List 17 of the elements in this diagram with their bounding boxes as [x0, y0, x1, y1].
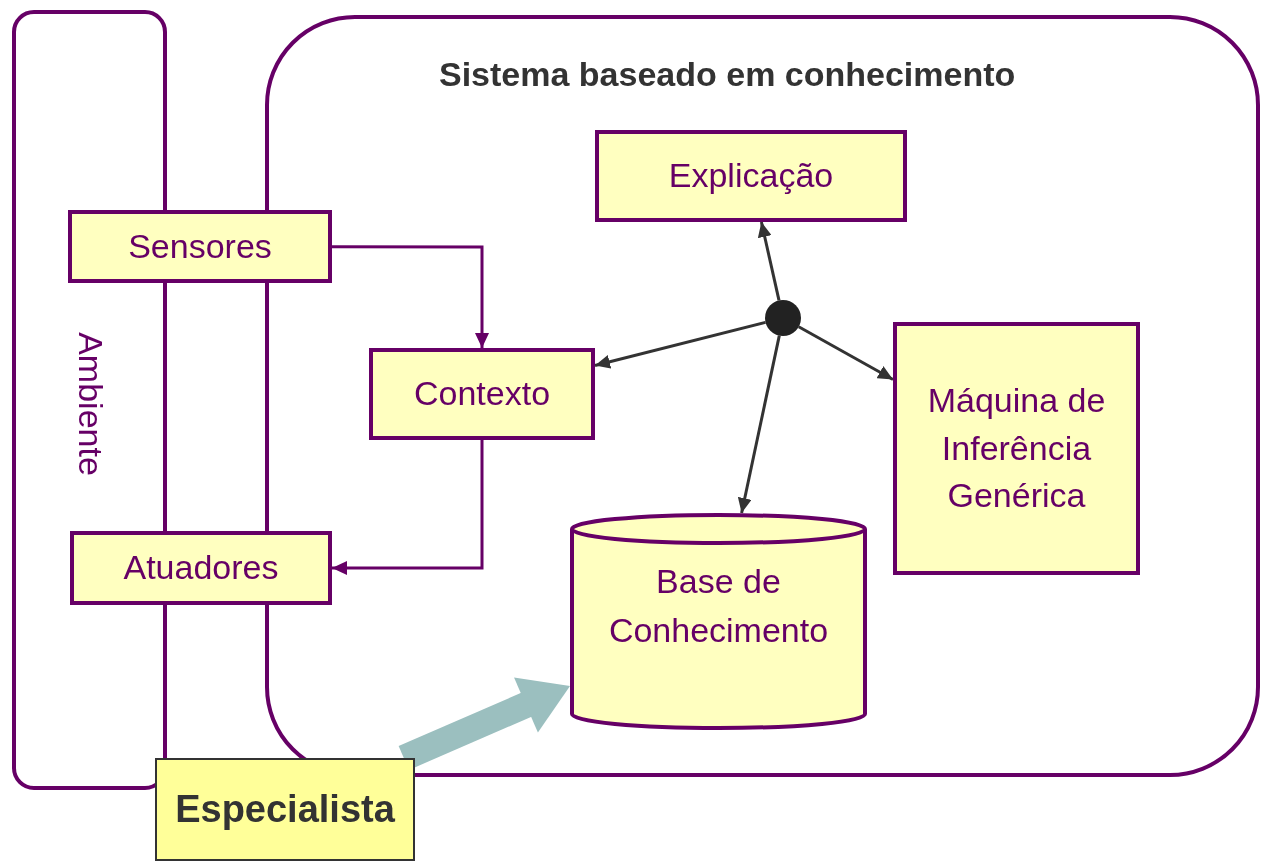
- arrow: [757, 221, 781, 301]
- process-box: Explicação: [595, 130, 907, 222]
- arrow: [737, 335, 781, 514]
- block-arrow: [398, 677, 570, 770]
- process-box: Máquina de Inferência Genérica: [893, 322, 1140, 575]
- arrow: [332, 440, 484, 575]
- arrow: [594, 320, 766, 369]
- container-title: Sistema baseado em conhecimento: [439, 55, 1016, 94]
- process-box: Atuadores: [70, 531, 332, 605]
- arrow: [797, 325, 894, 381]
- expert-box: Especialista: [155, 758, 415, 861]
- database-cylinder: Base de Conhecimento: [570, 513, 867, 730]
- junction-dot: [765, 300, 801, 336]
- process-box: Contexto: [369, 348, 595, 440]
- arrow: [332, 245, 489, 348]
- process-box: Sensores: [68, 210, 332, 283]
- band-label: Ambiente: [70, 332, 109, 476]
